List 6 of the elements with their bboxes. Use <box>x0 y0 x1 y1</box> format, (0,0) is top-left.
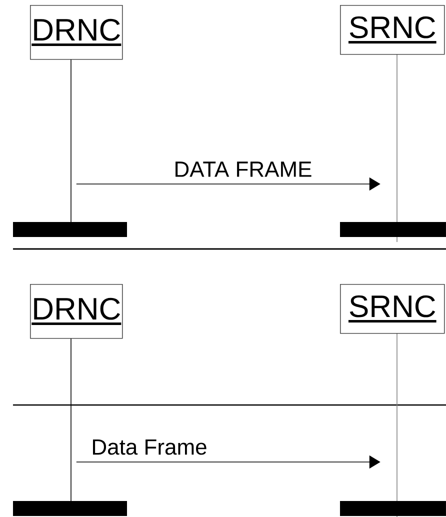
lifeline-box: DRNC <box>30 284 123 339</box>
lifeline-box: SRNC <box>340 284 445 334</box>
lifeline-box: DRNC <box>30 5 123 60</box>
lifeline-box: SRNC <box>340 5 445 55</box>
edge-label: DATA FRAME <box>172 160 314 178</box>
edge-label: Data Frame <box>90 438 208 456</box>
